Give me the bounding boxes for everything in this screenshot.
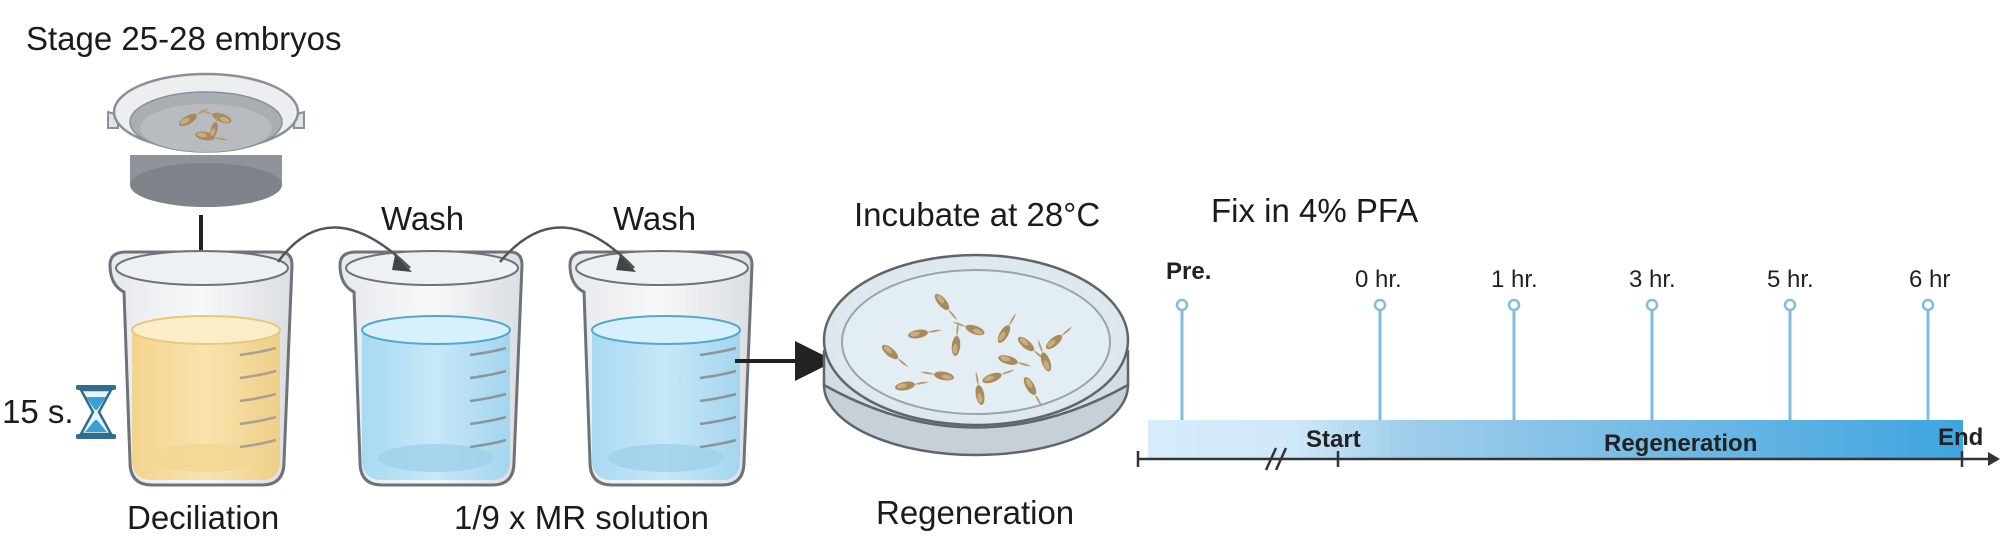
timepoint-label-3hr: 3 hr.: [1629, 266, 1676, 293]
wash-label-1: Wash: [381, 200, 465, 237]
timepoint-marker: [1373, 298, 1387, 312]
mr-solution-label: 1/9 x MR solution: [454, 499, 709, 536]
timeline-regeneration-label: Regeneration: [1604, 430, 1758, 457]
incubate-label: Incubate at 28°C: [854, 196, 1101, 233]
timeline-end-label: End: [1938, 424, 1984, 451]
timeline-start-label: Start: [1306, 426, 1361, 453]
timeline-bar: [1148, 420, 1963, 460]
timepoint-marker: [1507, 298, 1521, 312]
petri-dish: [822, 253, 1130, 457]
duration-label: 15 s.: [2, 393, 74, 430]
timepoint-label-6hr: 6 hr: [1909, 266, 1951, 293]
timepoint-marker: [1783, 298, 1797, 312]
deciliation-label: Deciliation: [127, 499, 280, 536]
embryo-stage-label: Stage 25-28 embryos: [26, 20, 342, 57]
embryo-dish: [107, 72, 305, 207]
fix-label: Fix in 4% PFA: [1211, 192, 1419, 229]
transfer-arc-1: [276, 226, 411, 269]
timepoint-marker: [1645, 298, 1659, 312]
timeline: [1136, 298, 2000, 471]
wash-beaker-2: [568, 250, 754, 487]
regeneration-dish-label: Regeneration: [876, 494, 1075, 531]
wash-beaker-1: [338, 250, 524, 487]
hourglass-icon: [76, 385, 116, 439]
wash-label-2: Wash: [613, 200, 697, 237]
timepoint-label-1hr: 1 hr.: [1491, 266, 1538, 293]
timepoint-label-5hr: 5 hr.: [1767, 266, 1814, 293]
timepoint-label-pre: Pre.: [1166, 258, 1212, 285]
transfer-arc-2: [499, 226, 635, 269]
timepoint-marker: [1175, 298, 1189, 312]
axis-break-icon: [1264, 447, 1288, 471]
timepoint-label-0hr: 0 hr.: [1355, 266, 1402, 293]
timepoint-marker: [1921, 298, 1935, 312]
deciliation-beaker: [108, 250, 294, 487]
